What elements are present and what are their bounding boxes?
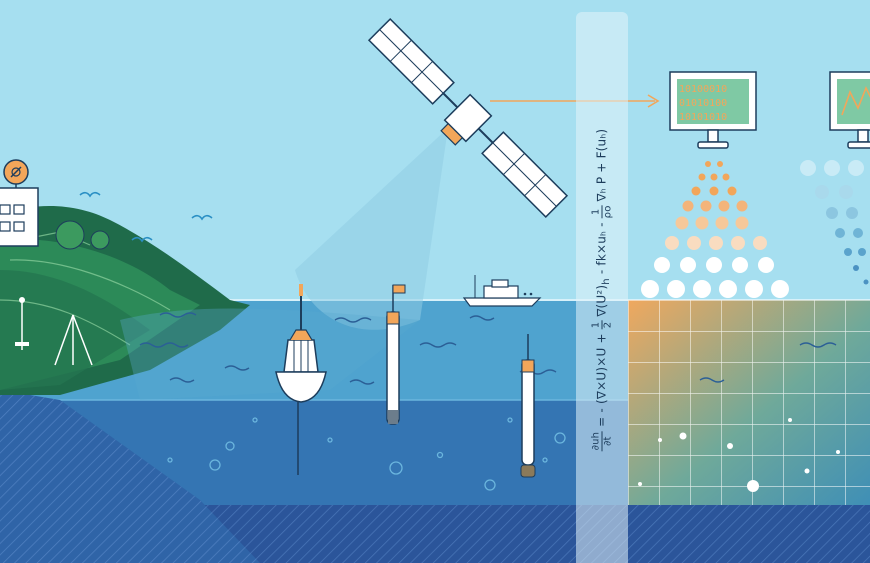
satellite-beam — [295, 128, 448, 330]
half-denominator: 2 — [602, 321, 614, 329]
monitor-binary-icon: 10100010 01010100 10101010 — [669, 71, 757, 149]
eq-term-5: ∇ₕ P + F(uₕ) — [594, 128, 609, 202]
monitor-binary-row-1: 10100010 — [679, 84, 727, 95]
half-numerator: 1 — [590, 320, 603, 330]
float-profiler-icon — [386, 284, 406, 425]
wave-lines — [139, 312, 837, 385]
eq-term-1: = - — [594, 404, 609, 427]
lhs-denominator: ∂t — [602, 436, 614, 446]
data-dots-blue — [800, 160, 869, 285]
bubbles — [167, 417, 566, 491]
equation-band — [576, 12, 628, 563]
data-dots-orange — [641, 161, 789, 298]
weather-station-icon — [15, 297, 29, 350]
eq-term-4: - fk×uₕ - — [594, 218, 609, 275]
monitor-binary-row-2: 01010100 — [679, 98, 727, 109]
monitor-binary-row-3: 10101010 — [679, 112, 727, 123]
eq-subscript-h: h — [600, 278, 612, 285]
rho-denominator: ρo — [602, 205, 614, 219]
lhs-fraction: ∂uh∂t — [590, 430, 614, 452]
ship-icon — [462, 275, 542, 307]
tide-gauge-tower-icon — [54, 314, 93, 366]
lhs-numerator: ∂uh — [590, 430, 603, 452]
station-building-icon — [0, 187, 39, 247]
eq-term-3: ∇(U²) — [594, 284, 609, 317]
satellite-dish-icon — [3, 159, 29, 188]
eq-term-2: (∇×U)×U + — [594, 329, 609, 405]
bird-icon — [79, 191, 213, 243]
rho-numerator: 1 — [590, 205, 603, 219]
buoy-icon — [275, 284, 327, 475]
satellite-icon — [367, 17, 569, 219]
argo-float-icon — [520, 334, 536, 478]
monitor-chart-icon — [829, 71, 870, 149]
grid-bubbles — [638, 418, 840, 492]
